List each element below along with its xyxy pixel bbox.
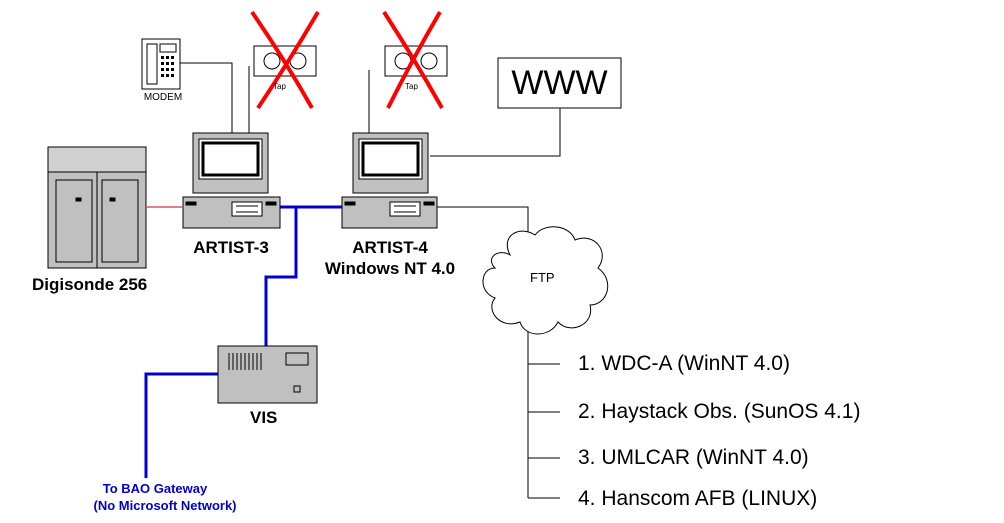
artist4-computer-icon bbox=[341, 132, 438, 229]
www-label: WWW bbox=[511, 64, 608, 102]
modem-icon bbox=[141, 38, 181, 90]
gateway-note: (No Microsoft Network) bbox=[93, 498, 237, 513]
modem-link bbox=[180, 62, 233, 134]
tape-left-cross-icon bbox=[250, 10, 320, 110]
ftp-cloud-icon bbox=[482, 226, 609, 335]
gateway-label: To BAO Gateway bbox=[102, 481, 208, 496]
ftp-site-4: 4. Hanscom AFB (LINUX) bbox=[578, 487, 818, 510]
tape-right-label: Tap bbox=[405, 82, 418, 91]
tape-right-cross-icon bbox=[382, 10, 444, 109]
digisonde-label: Digisonde 256 bbox=[32, 275, 148, 294]
ftp-label: FTP bbox=[530, 270, 555, 285]
digisonde-cabinet-icon bbox=[47, 146, 147, 269]
artist3-label: ARTIST-3 bbox=[193, 238, 269, 257]
artist4-label: ARTIST-4 bbox=[352, 238, 428, 257]
artist4-os-label: Windows NT 4.0 bbox=[324, 259, 456, 278]
connector-lines bbox=[180, 62, 561, 499]
gateway-link bbox=[144, 372, 218, 478]
vis-link bbox=[264, 207, 298, 347]
artist3-computer-icon bbox=[182, 132, 281, 229]
ftp-site-3: 3. UMLCAR (WinNT 4.0) bbox=[578, 446, 809, 469]
network-lines bbox=[144, 205, 342, 478]
tape-left-label: Tap bbox=[273, 82, 286, 91]
vis-device-icon bbox=[217, 345, 318, 404]
vis-label: VIS bbox=[250, 408, 278, 427]
ftp-link bbox=[437, 206, 529, 233]
modem-label: MODEM bbox=[143, 92, 183, 103]
ftp-site-2: 2. Haystack Obs. (SunOS 4.1) bbox=[578, 400, 861, 423]
www-box bbox=[497, 57, 622, 109]
ftp-site-1: 1. WDC-A (WinNT 4.0) bbox=[578, 352, 790, 375]
www-link bbox=[430, 108, 561, 157]
